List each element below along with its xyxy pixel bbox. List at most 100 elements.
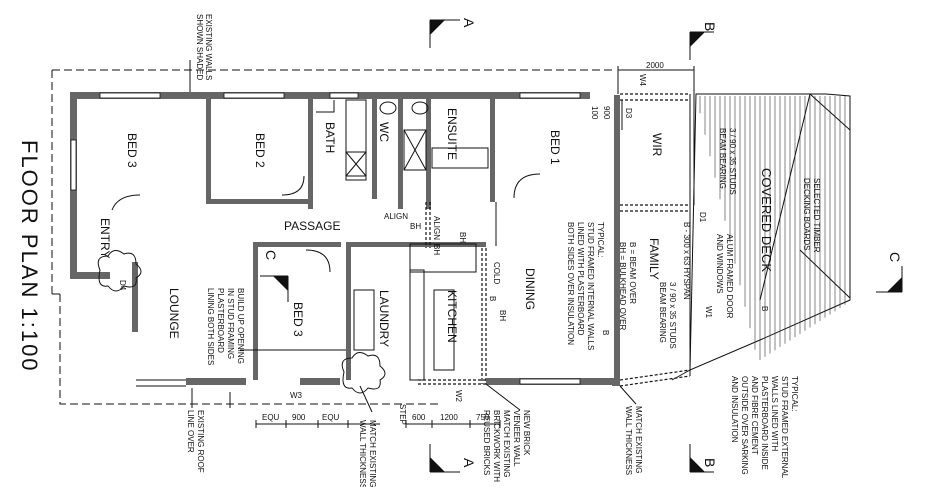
dimensions: 2000 900 100 EQU 900 EQU 600 1200 750	[255, 61, 695, 428]
room-ensuite: ENSUITE	[445, 108, 459, 160]
section-c-right: C	[887, 252, 903, 262]
note-existing-walls-2: SHOWN SHADED	[195, 14, 204, 80]
note-beam-over: B = BEAM OVER	[628, 242, 637, 304]
note-studs-center-2: BEAM BEARING	[658, 282, 667, 343]
note-build-up-3: PLASTERBOARD	[216, 288, 225, 353]
note-bh-3: BH	[458, 232, 467, 243]
note-brick-3: MATCH EXISTING	[502, 410, 511, 477]
note-match-right-1: MATCH EXISTING	[634, 406, 643, 473]
note-b-dining: B	[601, 330, 610, 335]
note-typical-internal-1: TYPICAL:	[596, 222, 605, 258]
tag-w2: W2	[454, 390, 463, 403]
note-bh-4: BH	[498, 310, 507, 321]
section-b-bottom: B	[702, 458, 718, 467]
existing-walls	[70, 92, 620, 386]
room-passage: PASSAGE	[284, 219, 340, 233]
note-build-up-1: BUILD UP OPENING	[236, 288, 245, 364]
dim-100: 100	[590, 106, 599, 120]
room-wir: WIR	[650, 133, 664, 157]
top-windows	[70, 92, 581, 191]
leader-lines	[189, 60, 851, 413]
section-a-top: A	[461, 18, 477, 28]
notes: EXISTING WALLS SHOWN SHADED BUILD UP OPE…	[186, 14, 821, 487]
note-typical-external-4: PLASTERBOARD INSIDE	[760, 376, 769, 470]
note-build-up-4: LINING BOTH SIDES	[206, 288, 215, 365]
note-existing-roof-2: LINE OVER	[186, 410, 195, 453]
room-wc: WC	[377, 122, 391, 142]
note-brick-2: VENEER WALL	[512, 410, 521, 467]
tag-d4: D4	[118, 280, 127, 291]
note-typical-external-1: TYPICAL:	[790, 376, 799, 412]
dim-750: 750	[476, 413, 490, 422]
room-bed2: BED 2	[253, 133, 267, 168]
note-bh-2: BH	[432, 244, 441, 255]
note-typical-external-6: OUTSIDE OVER SARKING	[740, 376, 749, 475]
note-match-right-2: WALL THICKNESS	[624, 406, 633, 475]
note-typical-internal-2: STUD FRAMED INTERNAL WALLS	[586, 222, 595, 350]
note-b-deck: B	[760, 306, 769, 311]
note-typical-internal-3: LINED WITH PLASTERBOARD	[576, 222, 585, 336]
note-alum-door-1: ALUM FRAMED DOOR	[725, 234, 734, 319]
note-brick-4: BRICKWORK WITH	[492, 410, 501, 482]
opening-tags: D1 D3 D4 W1 W2 W3 W4	[118, 74, 713, 403]
section-c-left: C	[263, 250, 279, 260]
fixtures	[111, 99, 623, 381]
tag-w1: W1	[704, 306, 713, 319]
room-laundry: LAUNDRY	[377, 290, 391, 347]
dim-equ-right: EQU	[322, 413, 340, 422]
tag-w4: W4	[638, 74, 647, 87]
dim-900: 900	[602, 106, 611, 120]
dim-equ-left: EQU	[262, 413, 280, 422]
note-alum-door-2: AND WINDOWS	[715, 234, 724, 294]
note-build-up-2: IN STUD FRAMING	[226, 288, 235, 359]
tag-d3: D3	[624, 108, 633, 119]
note-brick-5: REUSED BRICKS	[482, 410, 491, 475]
note-match-left-1: MATCH EXISTING	[368, 420, 377, 487]
note-brick-1: NEW BRICK	[522, 410, 531, 456]
note-hyspan: B - 300 x 63 HYSPAN	[682, 222, 691, 300]
note-bh-1: BH	[410, 222, 421, 231]
room-covered-deck: COVERED DECK	[759, 168, 774, 272]
existing-roof-line	[51, 69, 612, 405]
room-lounge: LOUNGE	[167, 288, 181, 339]
note-cold: COLD	[492, 262, 501, 284]
note-typical-external-3: WALLS LINED WITH	[770, 376, 779, 451]
room-entry: ENTRY	[98, 218, 112, 258]
note-align-2: ALIGN	[432, 216, 441, 240]
note-studs-right-2: BEAM BEARING	[718, 128, 727, 189]
dim-1200: 1200	[440, 413, 458, 422]
note-studs-center-1: 3 / 90 x 35 STUDS	[668, 282, 677, 349]
dim-2000: 2000	[646, 61, 664, 70]
dim-w900: 900	[292, 413, 306, 422]
note-studs-right-1: 3 / 90 x 35 STUDS	[728, 128, 737, 195]
plan-title: FLOOR PLAN 1:100	[17, 140, 42, 373]
note-match-left-2: WALL THICKNESS	[358, 420, 367, 487]
room-family: FAMILY	[647, 238, 661, 280]
bottom-wall	[136, 378, 614, 387]
note-align-1: ALIGN	[384, 212, 408, 221]
room-bed1: BED 1	[548, 130, 562, 165]
tag-d1: D1	[698, 212, 707, 223]
note-step: STEP	[398, 404, 407, 425]
note-typical-external-5: AND FIBRE CEMENT	[750, 376, 759, 455]
new-walls	[418, 93, 695, 387]
room-dining: DINING	[523, 268, 537, 310]
note-existing-roof-1: EXISTING ROOF	[196, 410, 205, 473]
room-bed3-top: BED 3	[125, 133, 139, 168]
plants	[97, 250, 386, 394]
room-labels: BED 3 BED 2 BATH WC ENSUITE BED 1 WIR PA…	[98, 108, 774, 347]
note-b-kitchen: B	[488, 296, 497, 301]
note-typical-external-7: AND INSULATION	[730, 376, 739, 443]
note-typical-external-2: STUD FRAMED EXTERNAL	[780, 376, 789, 479]
section-markers: A B A B C C	[260, 18, 903, 473]
note-typical-internal-4: BOTH SIDES OVER INSULATION	[566, 222, 575, 345]
room-bath: BATH	[323, 122, 337, 153]
note-decking-2: DECKING BOARDS	[802, 178, 811, 250]
dim-600: 600	[412, 413, 426, 422]
tag-w3: W3	[290, 391, 303, 400]
room-kitchen: KITCHEN	[445, 290, 459, 343]
note-decking-1: SELECTED TIMBER	[812, 178, 821, 253]
section-b-top: B	[702, 22, 718, 31]
note-bulkhead-over: BH = BULKHEAD OVER	[618, 242, 627, 330]
